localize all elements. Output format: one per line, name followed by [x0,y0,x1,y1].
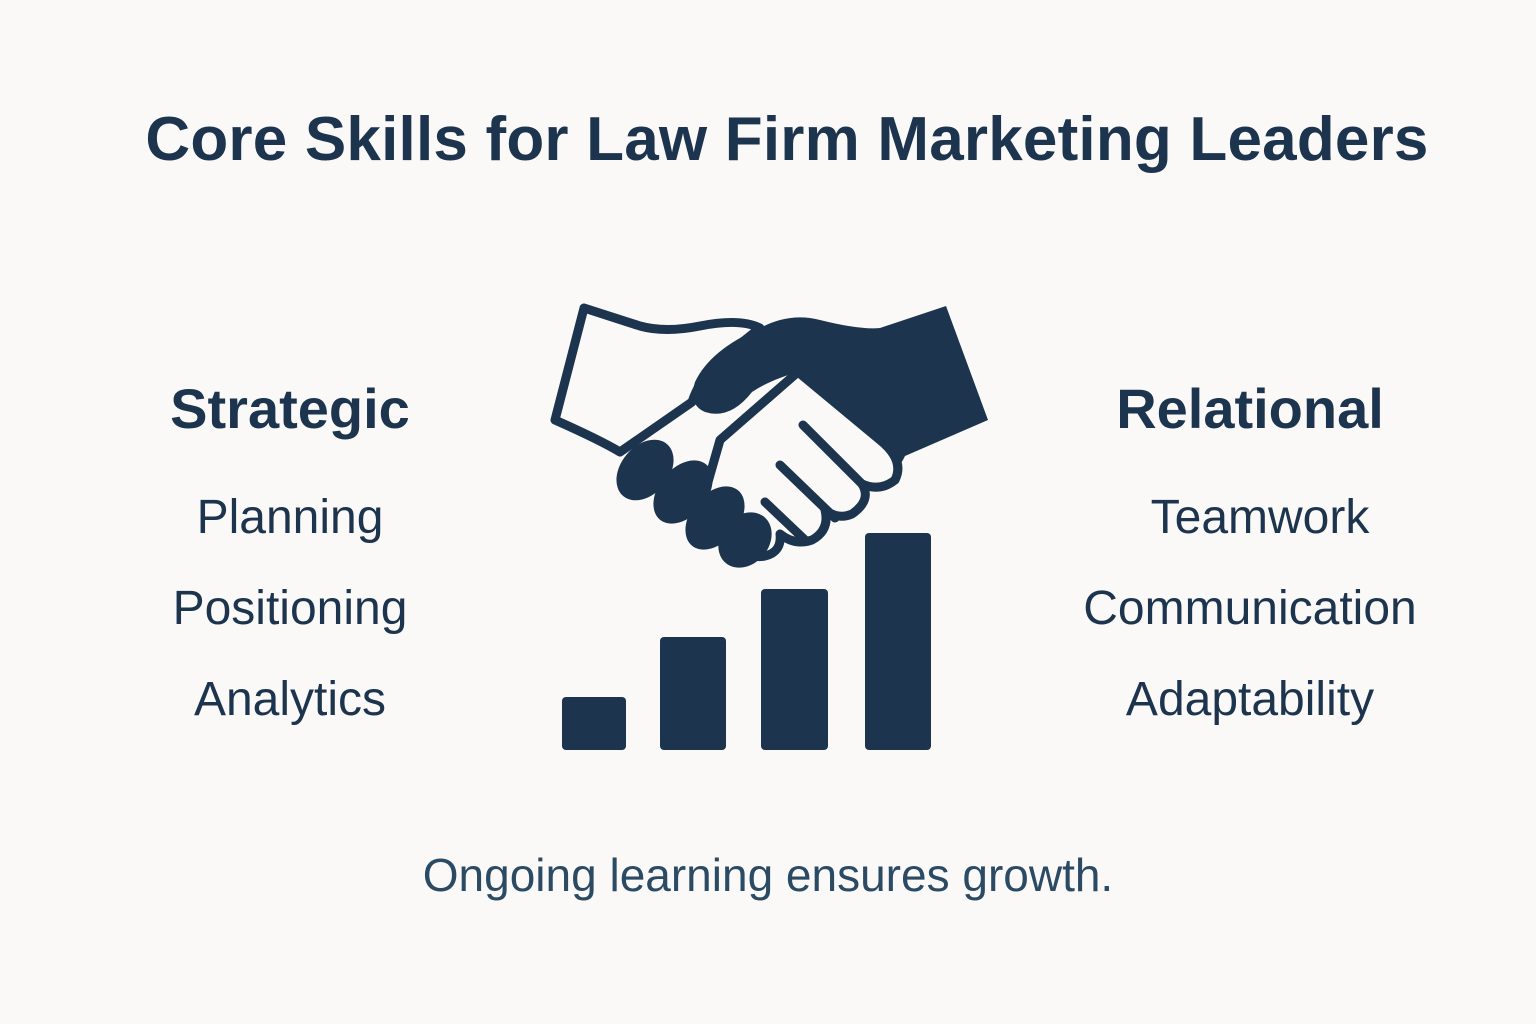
strategic-skills-column: Strategic Planning Positioning Analytics [120,374,460,761]
growth-bar-chart-icon [562,533,931,750]
strategic-heading: Strategic [170,377,410,440]
skill-item: Positioning [172,582,408,635]
skill-item: Teamwork [1150,491,1370,544]
handshake-icon [550,303,988,568]
skill-item: Analytics [193,673,387,726]
footer-tagline: Ongoing learning ensures growth. [422,849,1114,901]
relational-skills-column: Relational Teamwork Communication Adapta… [1040,374,1460,761]
relational-heading: Relational [1116,377,1384,440]
handshake-growth-graphic [545,298,995,758]
skill-item: Communication [1083,582,1417,635]
page-title: Core Skills for Law Firm Marketing Leade… [145,105,1429,174]
skill-item: Adaptability [1125,673,1375,726]
skill-item: Planning [196,491,384,544]
